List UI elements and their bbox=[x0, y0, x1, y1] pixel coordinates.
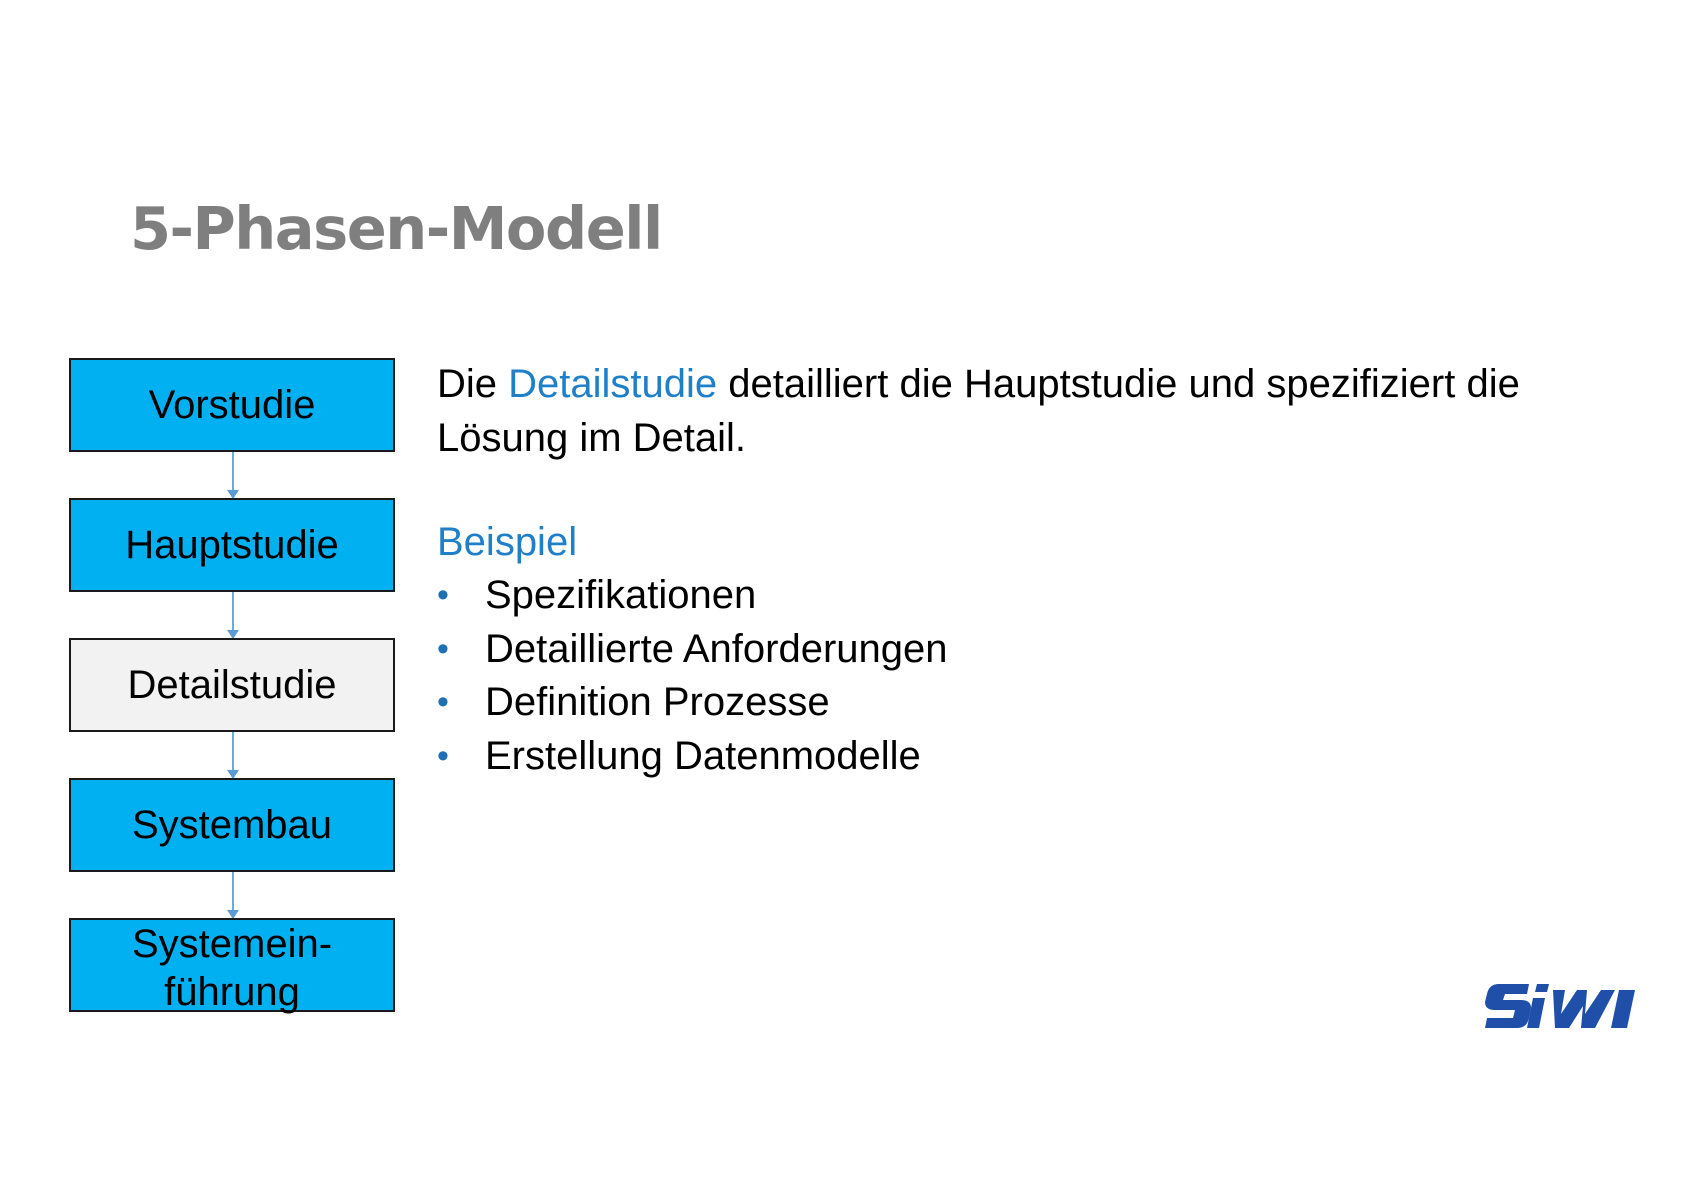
phase-label: Hauptstudie bbox=[125, 522, 339, 567]
phase-box-systembau: Systembau bbox=[69, 778, 395, 872]
phase-label: Systembau bbox=[131, 802, 333, 847]
phase-label: Vorstudie bbox=[148, 382, 316, 427]
list-item: • Spezifikationen bbox=[437, 569, 948, 623]
phase-label: Detailstudie bbox=[127, 662, 337, 707]
phase-box-vorstudie: Vorstudie bbox=[69, 358, 395, 452]
slide-title: 5-Phasen-Modell bbox=[130, 194, 663, 263]
arrow-down-icon bbox=[227, 770, 239, 779]
phase-box-detailstudie: Detailstudie bbox=[69, 638, 395, 732]
list-item: • Definition Prozesse bbox=[437, 676, 948, 730]
connector-line bbox=[232, 872, 234, 910]
connector-line bbox=[232, 592, 234, 630]
bullet-icon: • bbox=[437, 683, 449, 722]
description-after: detailliert die Hauptstudie und spezifiz… bbox=[437, 362, 1520, 460]
description-text: Die Detailstudie detailliert die Hauptst… bbox=[437, 357, 1587, 465]
siw-logo bbox=[1485, 984, 1635, 1028]
phase-box-hauptstudie: Hauptstudie bbox=[69, 498, 395, 592]
bullet-icon: • bbox=[437, 629, 449, 668]
bullet-icon: • bbox=[437, 576, 449, 615]
description-highlight: Detailstudie bbox=[508, 362, 718, 406]
example-list: • Spezifikationen • Detaillierte Anforderu… bbox=[437, 569, 948, 783]
list-item-text: Definition Prozesse bbox=[485, 680, 830, 725]
connector-line bbox=[232, 452, 234, 490]
arrow-down-icon bbox=[227, 630, 239, 639]
description-before: Die bbox=[437, 362, 509, 406]
list-item: • Detaillierte Anforderungen bbox=[437, 623, 948, 677]
list-item-text: Spezifikationen bbox=[485, 573, 757, 618]
arrow-down-icon bbox=[227, 490, 239, 499]
example-heading: Beispiel bbox=[437, 520, 578, 564]
arrow-down-icon bbox=[227, 910, 239, 919]
bullet-icon: • bbox=[437, 736, 449, 775]
list-item-text: Erstellung Datenmodelle bbox=[485, 733, 921, 778]
list-item-text: Detaillierte Anforderungen bbox=[485, 626, 948, 671]
phase-label: Systemein- führung bbox=[131, 922, 333, 1014]
list-item: • Erstellung Datenmodelle bbox=[437, 730, 948, 784]
phase-box-systemeinfuehrung: Systemein- führung bbox=[69, 918, 395, 1014]
connector-line bbox=[232, 732, 234, 770]
